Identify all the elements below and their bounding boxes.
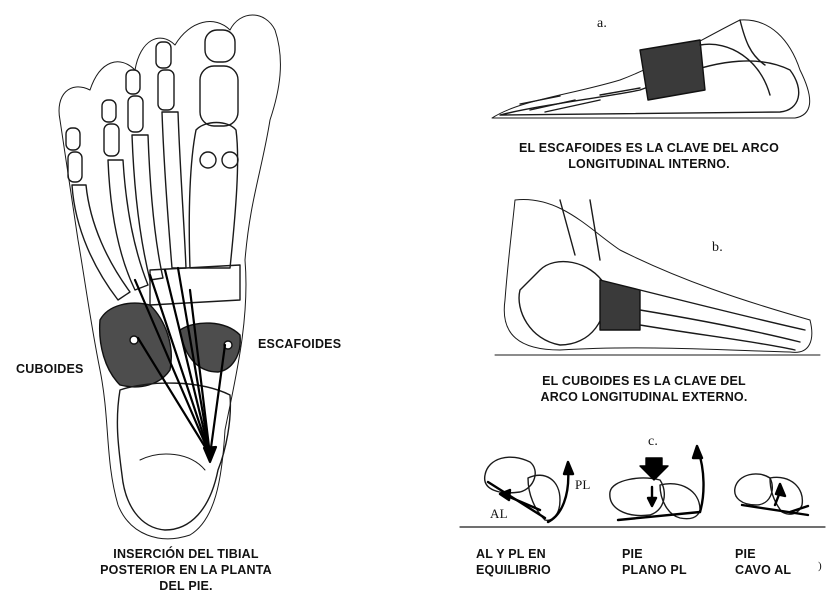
panel-a-caption: EL ESCAFOIDES ES LA CLAVE DEL ARCO LONGI… (474, 140, 824, 172)
calcaneus (117, 383, 230, 530)
panel-c-letter: c. (648, 434, 658, 450)
al-arrow-label: AL (490, 506, 508, 522)
stray-mark: ) (818, 558, 822, 574)
caption-equilibrium: AL Y PL EN EQUILIBRIO (476, 546, 551, 578)
schematic-cavus (735, 474, 808, 515)
cuboid-highlight (600, 280, 640, 330)
caption-flat-foot: PIE PLANO PL (622, 546, 687, 578)
schematic-flat-foot (610, 446, 704, 520)
panel-b-drawing (495, 200, 820, 355)
panel-a-drawing (492, 20, 810, 118)
metatarsals (72, 112, 238, 300)
panel-a-letter: a. (597, 16, 607, 32)
foot-plantar-caption: INSERCIÓN DEL TIBIAL POSTERIOR EN LA PLA… (70, 546, 302, 594)
panel-b-caption: EL CUBOIDES ES LA CLAVE DEL ARCO LONGITU… (484, 373, 804, 405)
escafoides-label: ESCAFOIDES (258, 336, 341, 352)
panel-c-drawing (460, 446, 825, 527)
panel-b-letter: b. (712, 240, 723, 256)
navicular-highlight (640, 40, 705, 100)
cuneiforms (150, 265, 240, 305)
pl-arrow-label: PL (575, 477, 591, 493)
down-load-arrow (640, 458, 668, 480)
caption-cavus-foot: PIE CAVO AL (735, 546, 791, 578)
foot-plantar-drawing (59, 15, 280, 539)
cuboides-label: CUBOIDES (16, 361, 84, 377)
toe-phalanges (66, 30, 238, 182)
